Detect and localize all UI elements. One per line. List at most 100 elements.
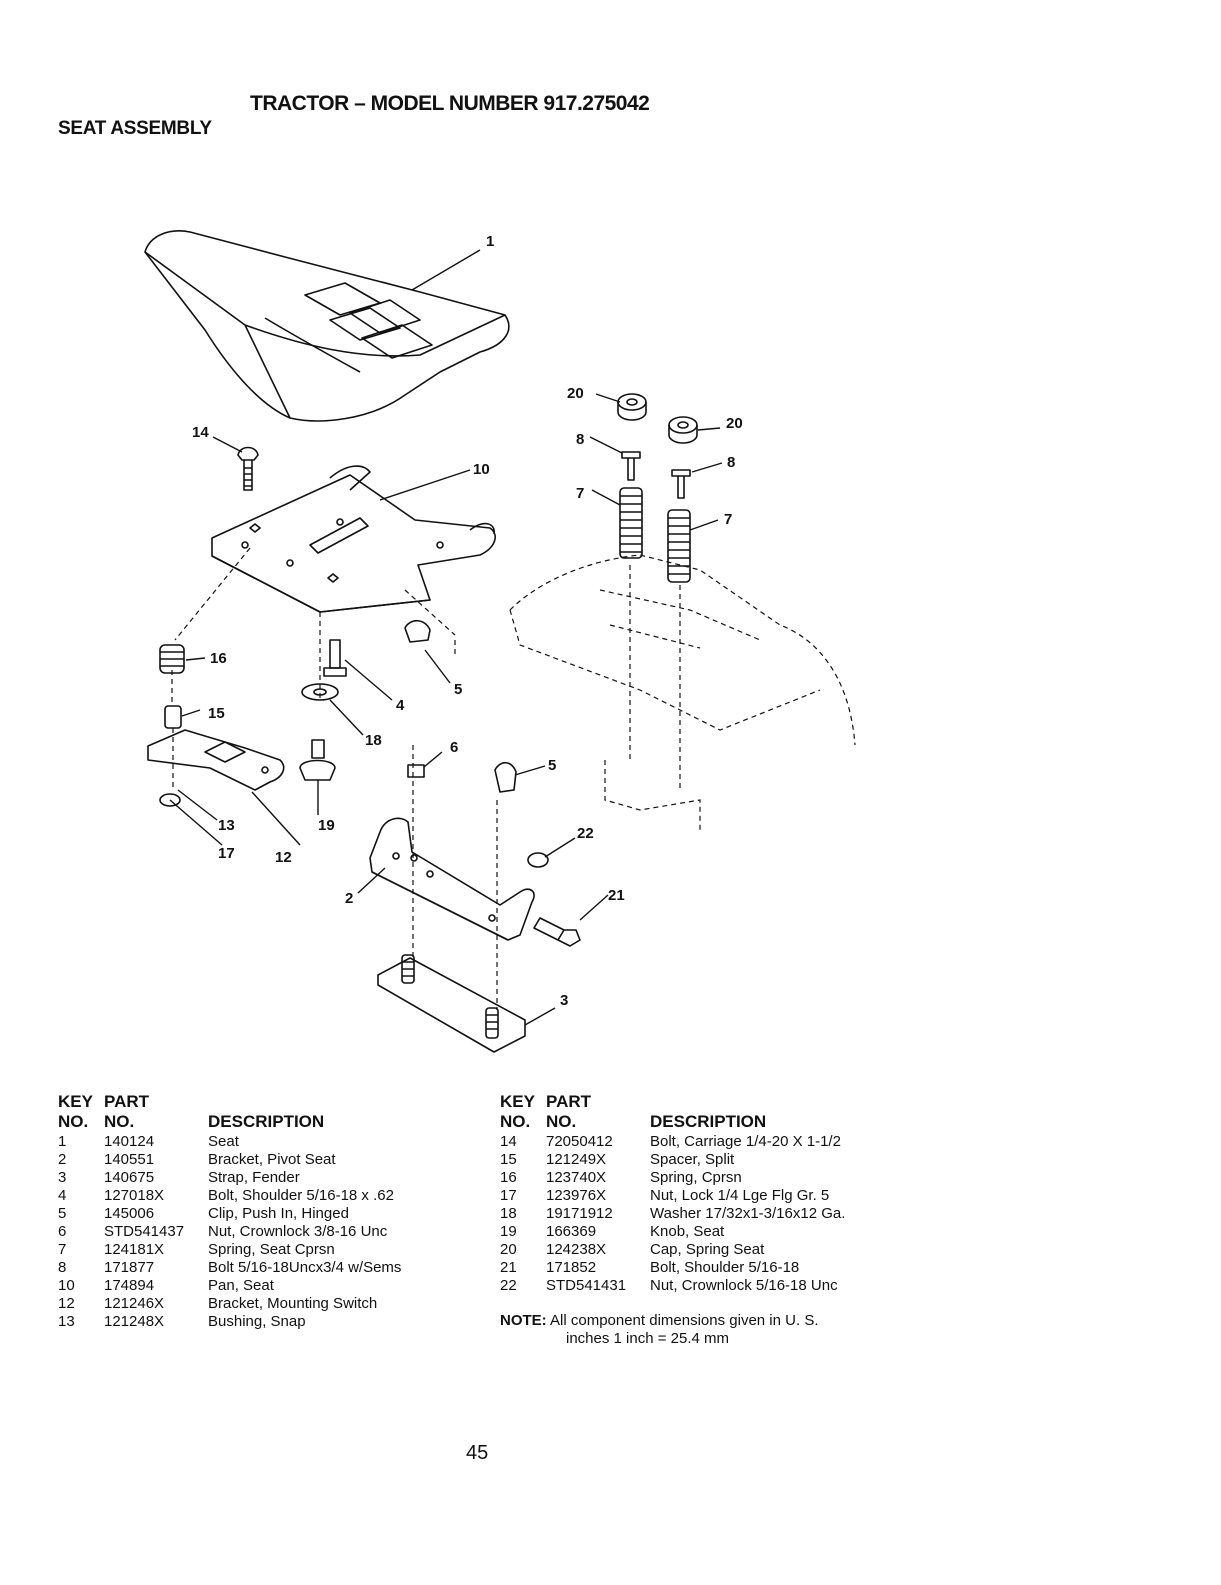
header-key: KEY	[58, 1092, 93, 1111]
header-part-no: NO.	[104, 1112, 135, 1132]
key-no: 19	[500, 1222, 517, 1240]
description: Bolt, Shoulder 5/16-18 x .62	[208, 1186, 394, 1204]
key-no: 18	[500, 1204, 517, 1222]
callout-4: 4	[396, 697, 405, 714]
spring-drawing	[619, 487, 691, 583]
callout-20b: 20	[726, 415, 743, 432]
header-part: PART	[104, 1092, 150, 1111]
part-no: 140551	[104, 1150, 155, 1168]
part-no: 123976X	[546, 1186, 607, 1204]
part-no: 19171912	[546, 1204, 613, 1222]
callout-labels: 1 2 3 4 5 5 6 7 7 8 8 10 12 13 14 15 16 …	[192, 233, 743, 1009]
hinged-clip-drawing	[404, 619, 517, 793]
part-no: 171852	[546, 1258, 597, 1276]
fender-strap-drawing	[377, 954, 526, 1053]
header-description: DESCRIPTION	[208, 1112, 325, 1132]
callout-8: 8	[576, 431, 584, 448]
exploded-parts-diagram: 1 2 3 4 5 5 6 7 7 8 8 10 12 13 14 15 16 …	[144, 230, 856, 1053]
part-no: 124181X	[104, 1240, 165, 1258]
table-row: 10 174894 Pan, Seat	[58, 1277, 401, 1295]
seat-drawing	[144, 230, 510, 422]
callout-8b: 8	[727, 454, 735, 471]
callout-16: 16	[210, 650, 227, 667]
part-no: STD541431	[546, 1276, 627, 1294]
part-no: 121248X	[104, 1312, 165, 1330]
description: Washer 17/32x1-3/16x12 Ga.	[650, 1204, 846, 1222]
header-part-no: NO.	[546, 1112, 577, 1132]
callout-1: 1	[486, 233, 494, 250]
table-row: 18 19171912 Washer 17/32x1-3/16x12 Ga.	[500, 1205, 845, 1223]
page-title: TRACTOR – MODEL NUMBER 917.275042	[250, 92, 650, 115]
fender-phantom-drawing	[171, 547, 856, 1010]
callout-18: 18	[365, 732, 382, 749]
key-no: 22	[500, 1276, 517, 1294]
description: Knob, Seat	[650, 1222, 725, 1240]
page-number: 45	[466, 1442, 489, 1464]
key-no: 1	[58, 1132, 67, 1150]
part-no: 124238X	[546, 1240, 607, 1258]
part-no: 171877	[104, 1258, 155, 1276]
description: Bolt, Shoulder 5/16-18	[650, 1258, 800, 1276]
description: Nut, Crownlock 5/16-18 Unc	[650, 1276, 838, 1294]
carriage-bolt-drawing	[237, 446, 259, 491]
key-no: 15	[500, 1150, 517, 1168]
section-title: SEAT ASSEMBLY	[58, 118, 212, 139]
key-no: 16	[500, 1168, 517, 1186]
callout-5: 5	[454, 681, 462, 698]
table-row: 17 123976X Nut, Lock 1/4 Lge Flg Gr. 5	[500, 1187, 845, 1205]
table-row: 2 140551 Bracket, Pivot Seat	[58, 1151, 401, 1169]
part-no: 121249X	[546, 1150, 607, 1168]
seat-pan-drawing	[211, 465, 496, 613]
description: Bracket, Pivot Seat	[208, 1150, 336, 1168]
pivot-bracket-drawing	[369, 764, 581, 947]
description: Bushing, Snap	[208, 1312, 306, 1330]
table-row: 1 140124 Seat	[58, 1133, 401, 1151]
callout-5b: 5	[548, 757, 556, 774]
description: Strap, Fender	[208, 1168, 300, 1186]
key-no: 5	[58, 1204, 67, 1222]
callout-3: 3	[560, 992, 568, 1009]
key-no: 14	[500, 1132, 517, 1150]
key-no: 10	[58, 1276, 75, 1294]
description: Clip, Push In, Hinged	[208, 1204, 349, 1222]
part-no: 127018X	[104, 1186, 165, 1204]
part-no: 174894	[104, 1276, 155, 1294]
switch-bracket-drawing	[147, 644, 285, 807]
part-no: 72050412	[546, 1132, 613, 1150]
note-line-2: inches 1 inch = 25.4 mm	[566, 1330, 730, 1347]
key-no: 17	[500, 1186, 517, 1204]
key-no: 20	[500, 1240, 517, 1258]
part-no: 140124	[104, 1132, 155, 1150]
table-row: 5 145006 Clip, Push In, Hinged	[58, 1205, 401, 1223]
description: Pan, Seat	[208, 1276, 274, 1294]
part-no: 145006	[104, 1204, 155, 1222]
callout-20: 20	[567, 385, 584, 402]
parts-table-left: KEY PART NO. NO. DESCRIPTION 1 140124 Seat…	[58, 1092, 401, 1331]
callout-15: 15	[208, 705, 225, 722]
key-no: 2	[58, 1150, 67, 1168]
header-key-no: NO.	[58, 1112, 89, 1132]
callout-14: 14	[192, 424, 209, 441]
callout-2: 2	[345, 890, 353, 907]
header-key-no: NO.	[500, 1112, 531, 1132]
callout-19: 19	[318, 817, 335, 834]
description: Seat	[208, 1132, 239, 1150]
callout-12: 12	[275, 849, 292, 866]
description: Nut, Lock 1/4 Lge Flg Gr. 5	[650, 1186, 830, 1204]
callout-10: 10	[473, 461, 490, 478]
description: Spring, Cprsn	[650, 1168, 742, 1186]
key-no: 12	[58, 1294, 75, 1312]
